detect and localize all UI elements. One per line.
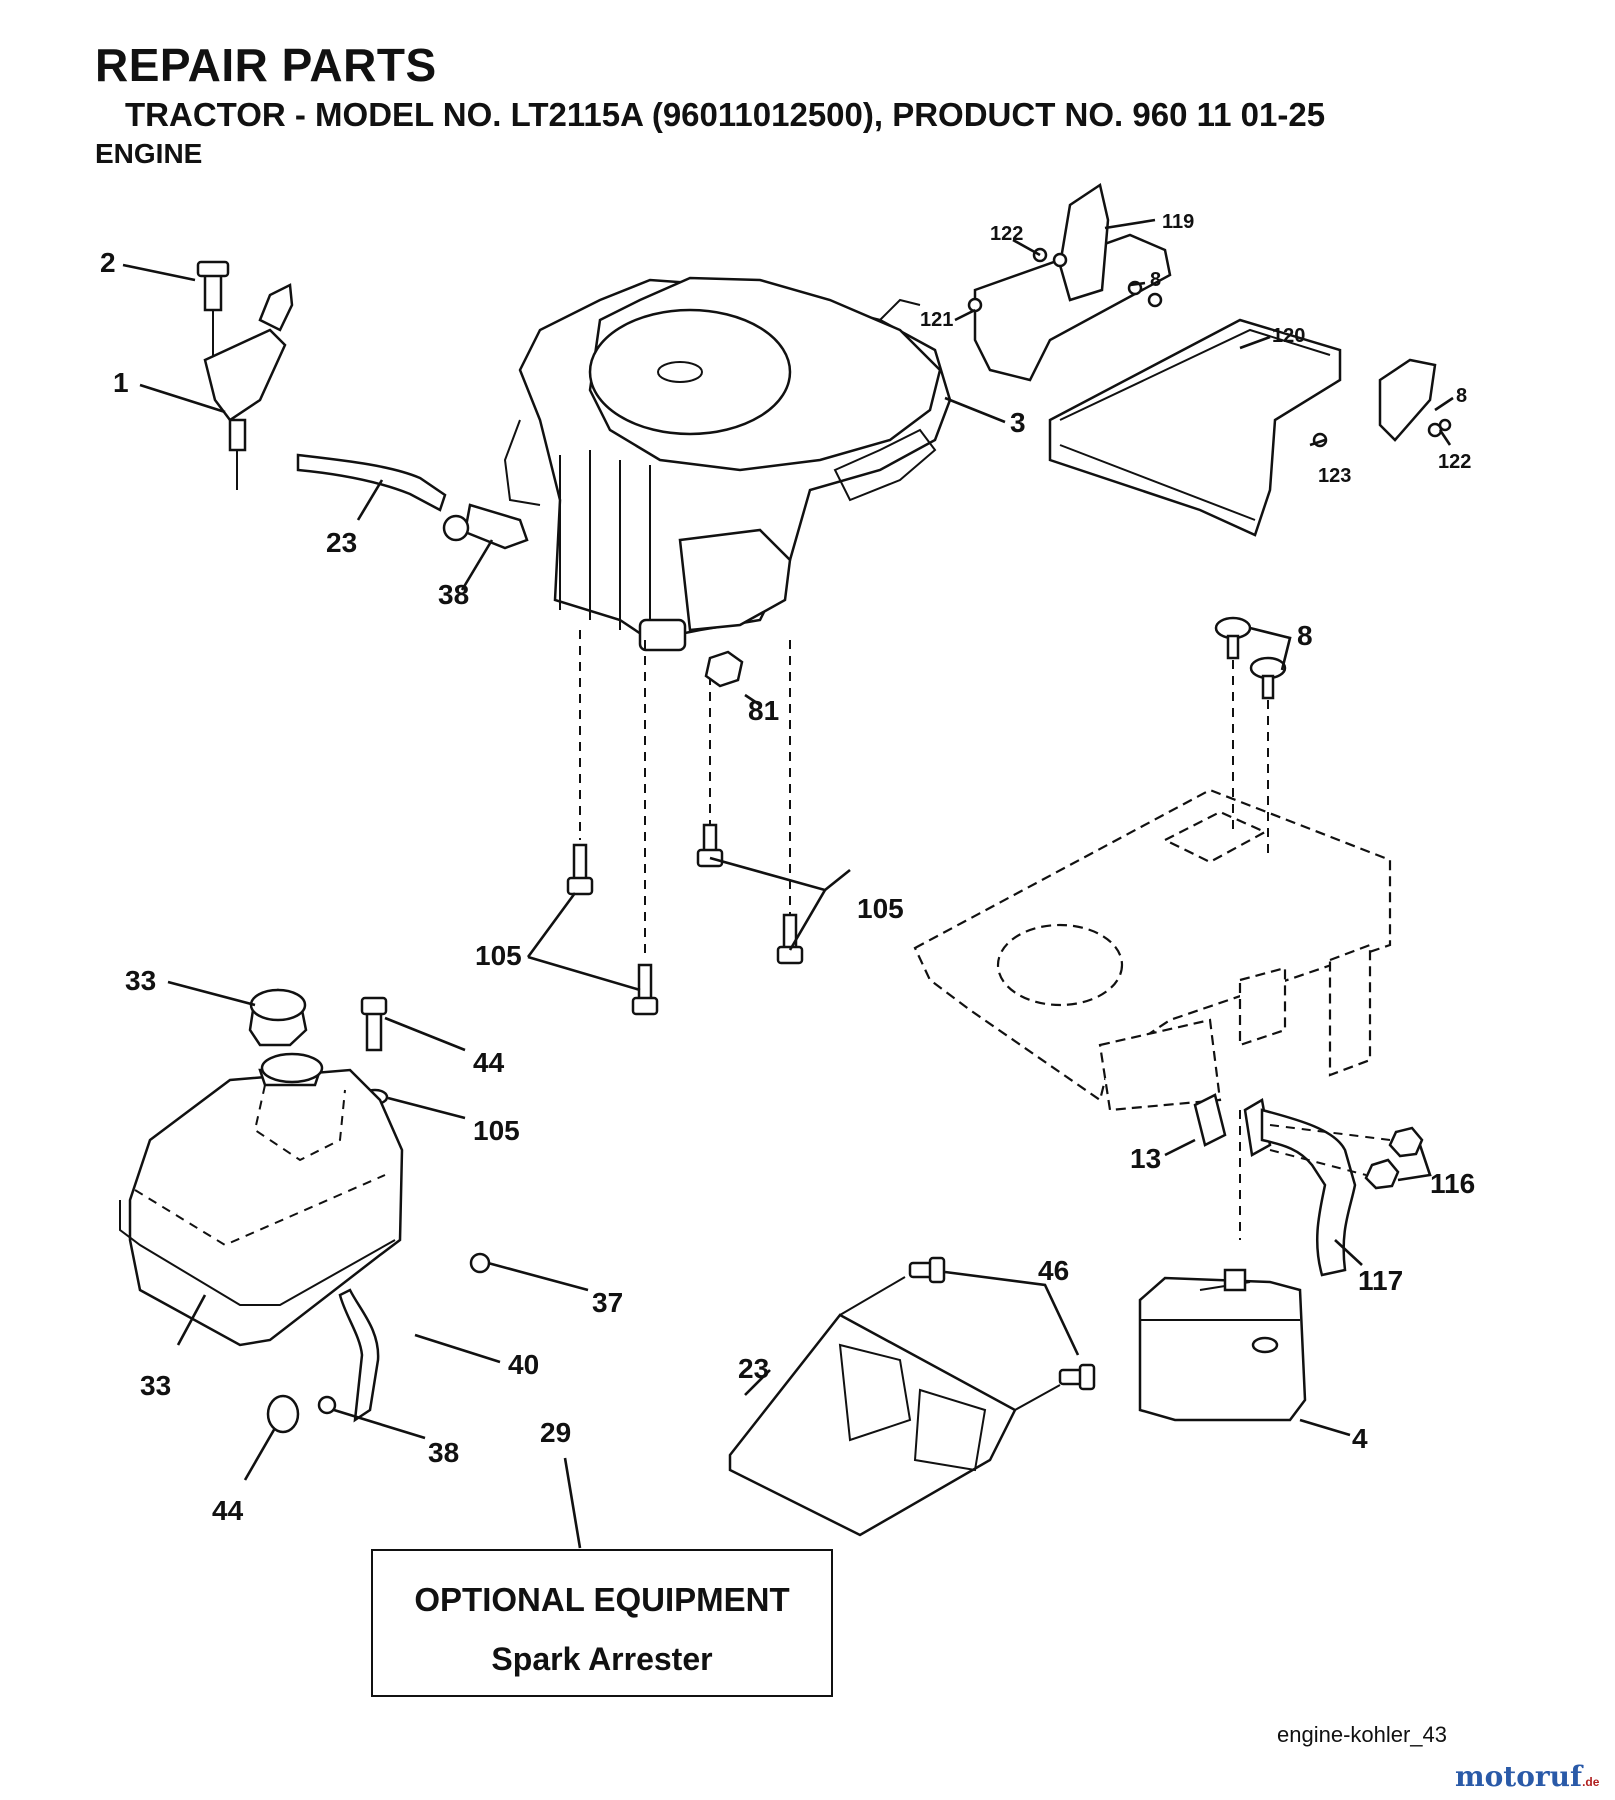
throttle-control: [196, 260, 294, 490]
callout-31: 33: [140, 1370, 171, 1401]
optional-equipment-item: Spark Arrester: [491, 1641, 713, 1677]
callout-13: 13: [1130, 1143, 1161, 1174]
callout-4: 4: [1352, 1423, 1368, 1454]
callout-40: 44: [212, 1495, 244, 1526]
watermark[interactable]: motoruf.de: [1455, 1760, 1599, 1793]
callout-14: 23: [326, 527, 357, 558]
callout-123: 123: [1318, 465, 1351, 487]
engine-mount-bracket: [967, 182, 1452, 537]
callout-120: 120: [1272, 325, 1305, 347]
callout-119: 119: [1162, 211, 1194, 233]
callout-105-right: 105: [857, 893, 904, 924]
callout-38: 38: [438, 579, 469, 610]
callout-45: 46: [1038, 1255, 1069, 1286]
callout-32: 33: [125, 965, 156, 996]
watermark-brand: motoruf: [1455, 1760, 1583, 1793]
heat-shield: [728, 1256, 1096, 1537]
optional-equipment-box: OPTIONAL EQUIPMENT Spark Arrester: [371, 1549, 833, 1697]
callout-122-bottom: 122: [1438, 451, 1471, 473]
callout-1: 1: [113, 367, 129, 398]
page-title: REPAIR PARTS: [95, 39, 437, 91]
callout-8-knob: 8: [1297, 620, 1313, 651]
section-title: ENGINE: [95, 138, 203, 169]
callout-3: 3: [1010, 407, 1026, 438]
callout-117: 117: [1358, 1265, 1403, 1296]
engine-bolts: [566, 630, 804, 1016]
callout-116: 116: [1430, 1168, 1475, 1199]
page-subtitle: TRACTOR - MODEL NO. LT2115A (96011012500…: [125, 96, 1326, 133]
optional-equipment-title: OPTIONAL EQUIPMENT: [414, 1581, 790, 1618]
engine-assembly: [503, 276, 952, 681]
watermark-suffix: .de: [1582, 1775, 1600, 1789]
callout-33-bottom: 38: [428, 1437, 459, 1468]
fuel-tank-assembly: [119, 988, 491, 1434]
callout-33-top: 37: [592, 1287, 623, 1318]
frame-knobs: [1214, 616, 1287, 855]
diagram-reference: engine-kohler_43: [1277, 1722, 1448, 1747]
callout-122-top: 122: [990, 223, 1023, 245]
callout-8-right: 8: [1456, 385, 1467, 407]
callout-46: 105: [473, 1115, 520, 1146]
callout-37: 40: [508, 1349, 539, 1380]
callout-105-left: 105: [475, 940, 522, 971]
callout-8-bracket: 8: [1150, 269, 1161, 291]
callout-121: 121: [920, 309, 953, 331]
muffler-assembly: [1138, 1093, 1424, 1422]
callout-29: 29: [540, 1417, 571, 1448]
callout-44: 44: [473, 1047, 505, 1078]
tractor-frame: [913, 788, 1392, 1112]
callout-2: 2: [100, 247, 116, 278]
callout-23: 23: [738, 1353, 769, 1384]
callout-81: 81: [748, 695, 779, 726]
